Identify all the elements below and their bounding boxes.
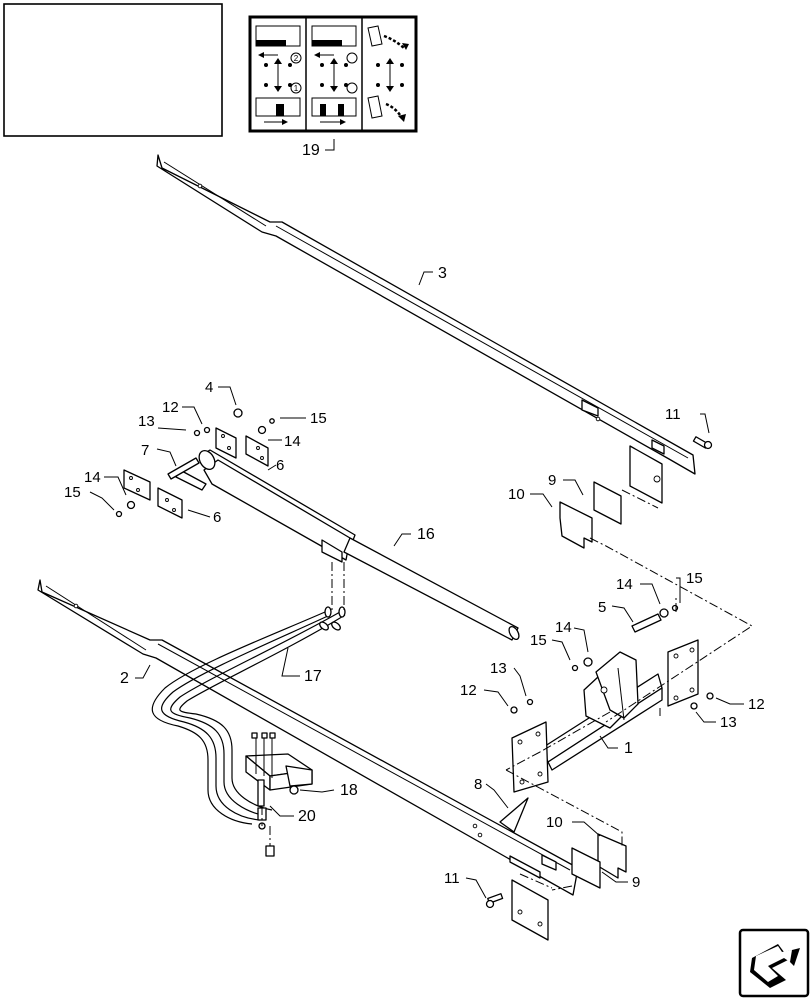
callout-1: 1 — [624, 740, 633, 757]
decal-badge-1: 1 — [294, 84, 299, 93]
cotter-pin-part-15-mid — [571, 664, 579, 672]
callout-8: 8 — [474, 776, 482, 793]
bolt-part-4 — [233, 408, 243, 418]
gusset-part-8 — [499, 797, 529, 833]
callout-15-right: 15 — [686, 570, 703, 587]
callout-12-right: 12 — [748, 696, 765, 713]
plate-part-9-upper — [593, 481, 622, 525]
callout-4: 4 — [205, 379, 213, 396]
nut-part-13-right — [690, 702, 698, 710]
bolt-part-11-lower — [485, 893, 504, 909]
hydraulic-cylinder-part-16 — [175, 449, 520, 641]
washer-part-12-upper — [203, 426, 211, 434]
callout-12-upper: 12 — [162, 399, 179, 416]
bracket-part-6-lower — [123, 469, 183, 519]
callout-18: 18 — [340, 782, 358, 799]
pin-part-7 — [167, 457, 200, 480]
nut-part-13-mid — [526, 698, 534, 706]
washer-part-14-lower — [126, 500, 136, 510]
callout-11-lower: 11 — [444, 870, 460, 887]
callout-14-lower: 14 — [84, 469, 101, 486]
upper-rail-part-3 — [156, 154, 696, 504]
lower-rail-part-2 — [37, 579, 579, 941]
cotter-pin-part-15-right — [671, 604, 679, 612]
washer-part-14-upper — [257, 425, 267, 435]
washer-part-12-mid — [510, 706, 518, 714]
bracket-part-6-upper — [215, 427, 269, 467]
washer-part-14-right — [659, 608, 669, 618]
cotter-pin-part-15-upper — [269, 418, 275, 424]
callout-14-mid: 14 — [555, 619, 572, 636]
callout-13-upper: 13 — [138, 413, 155, 430]
callout-13-right: 13 — [720, 714, 737, 731]
decal-part-19: 2 1 — [248, 15, 418, 133]
title-frame — [3, 3, 223, 137]
callout-9-lower: 9 — [632, 874, 640, 891]
callout-14-upper: 14 — [284, 433, 301, 450]
callout-16: 16 — [417, 526, 435, 543]
washer-part-14-mid — [583, 657, 593, 667]
hydraulic-hoses-part-17 — [151, 606, 346, 825]
callout-5: 5 — [598, 599, 606, 616]
callout-13-mid: 13 — [490, 660, 507, 677]
plate-part-9-lower — [571, 847, 601, 889]
callout-6-lower: 6 — [213, 509, 221, 526]
callout-11-upper: 11 — [665, 406, 681, 423]
cotter-pin-part-15-lower — [115, 510, 123, 518]
callout-15-upper: 15 — [310, 410, 327, 427]
callout-9-upper: 9 — [548, 472, 556, 489]
pin-part-5 — [631, 613, 662, 633]
next-page-arrow-icon[interactable] — [738, 928, 810, 998]
callout-2: 2 — [120, 670, 129, 687]
callout-7: 7 — [141, 442, 149, 459]
callout-19: 19 — [302, 142, 320, 159]
callout-17: 17 — [304, 668, 322, 685]
callout-10-lower: 10 — [546, 814, 563, 831]
callout-10-upper: 10 — [508, 486, 525, 503]
washer-part-12-right — [706, 692, 714, 700]
fittings-part-20 — [257, 807, 275, 857]
callout-14-right: 14 — [616, 576, 633, 593]
callout-6-upper: 6 — [276, 457, 284, 474]
plate-part-10-upper — [559, 501, 593, 549]
control-valve-part-18 — [245, 732, 313, 807]
callout-15-lower: 15 — [64, 484, 81, 501]
axle-assembly-part-1 — [511, 639, 699, 793]
callout-12-mid: 12 — [460, 682, 477, 699]
callout-3: 3 — [438, 265, 447, 282]
alignment-lines — [331, 489, 753, 891]
bolt-part-11-upper — [692, 436, 713, 450]
callout-20: 20 — [298, 808, 316, 825]
decal-badge-2: 2 — [294, 54, 299, 63]
callout-15-mid: 15 — [530, 632, 547, 649]
nut-part-13-upper — [193, 429, 201, 437]
